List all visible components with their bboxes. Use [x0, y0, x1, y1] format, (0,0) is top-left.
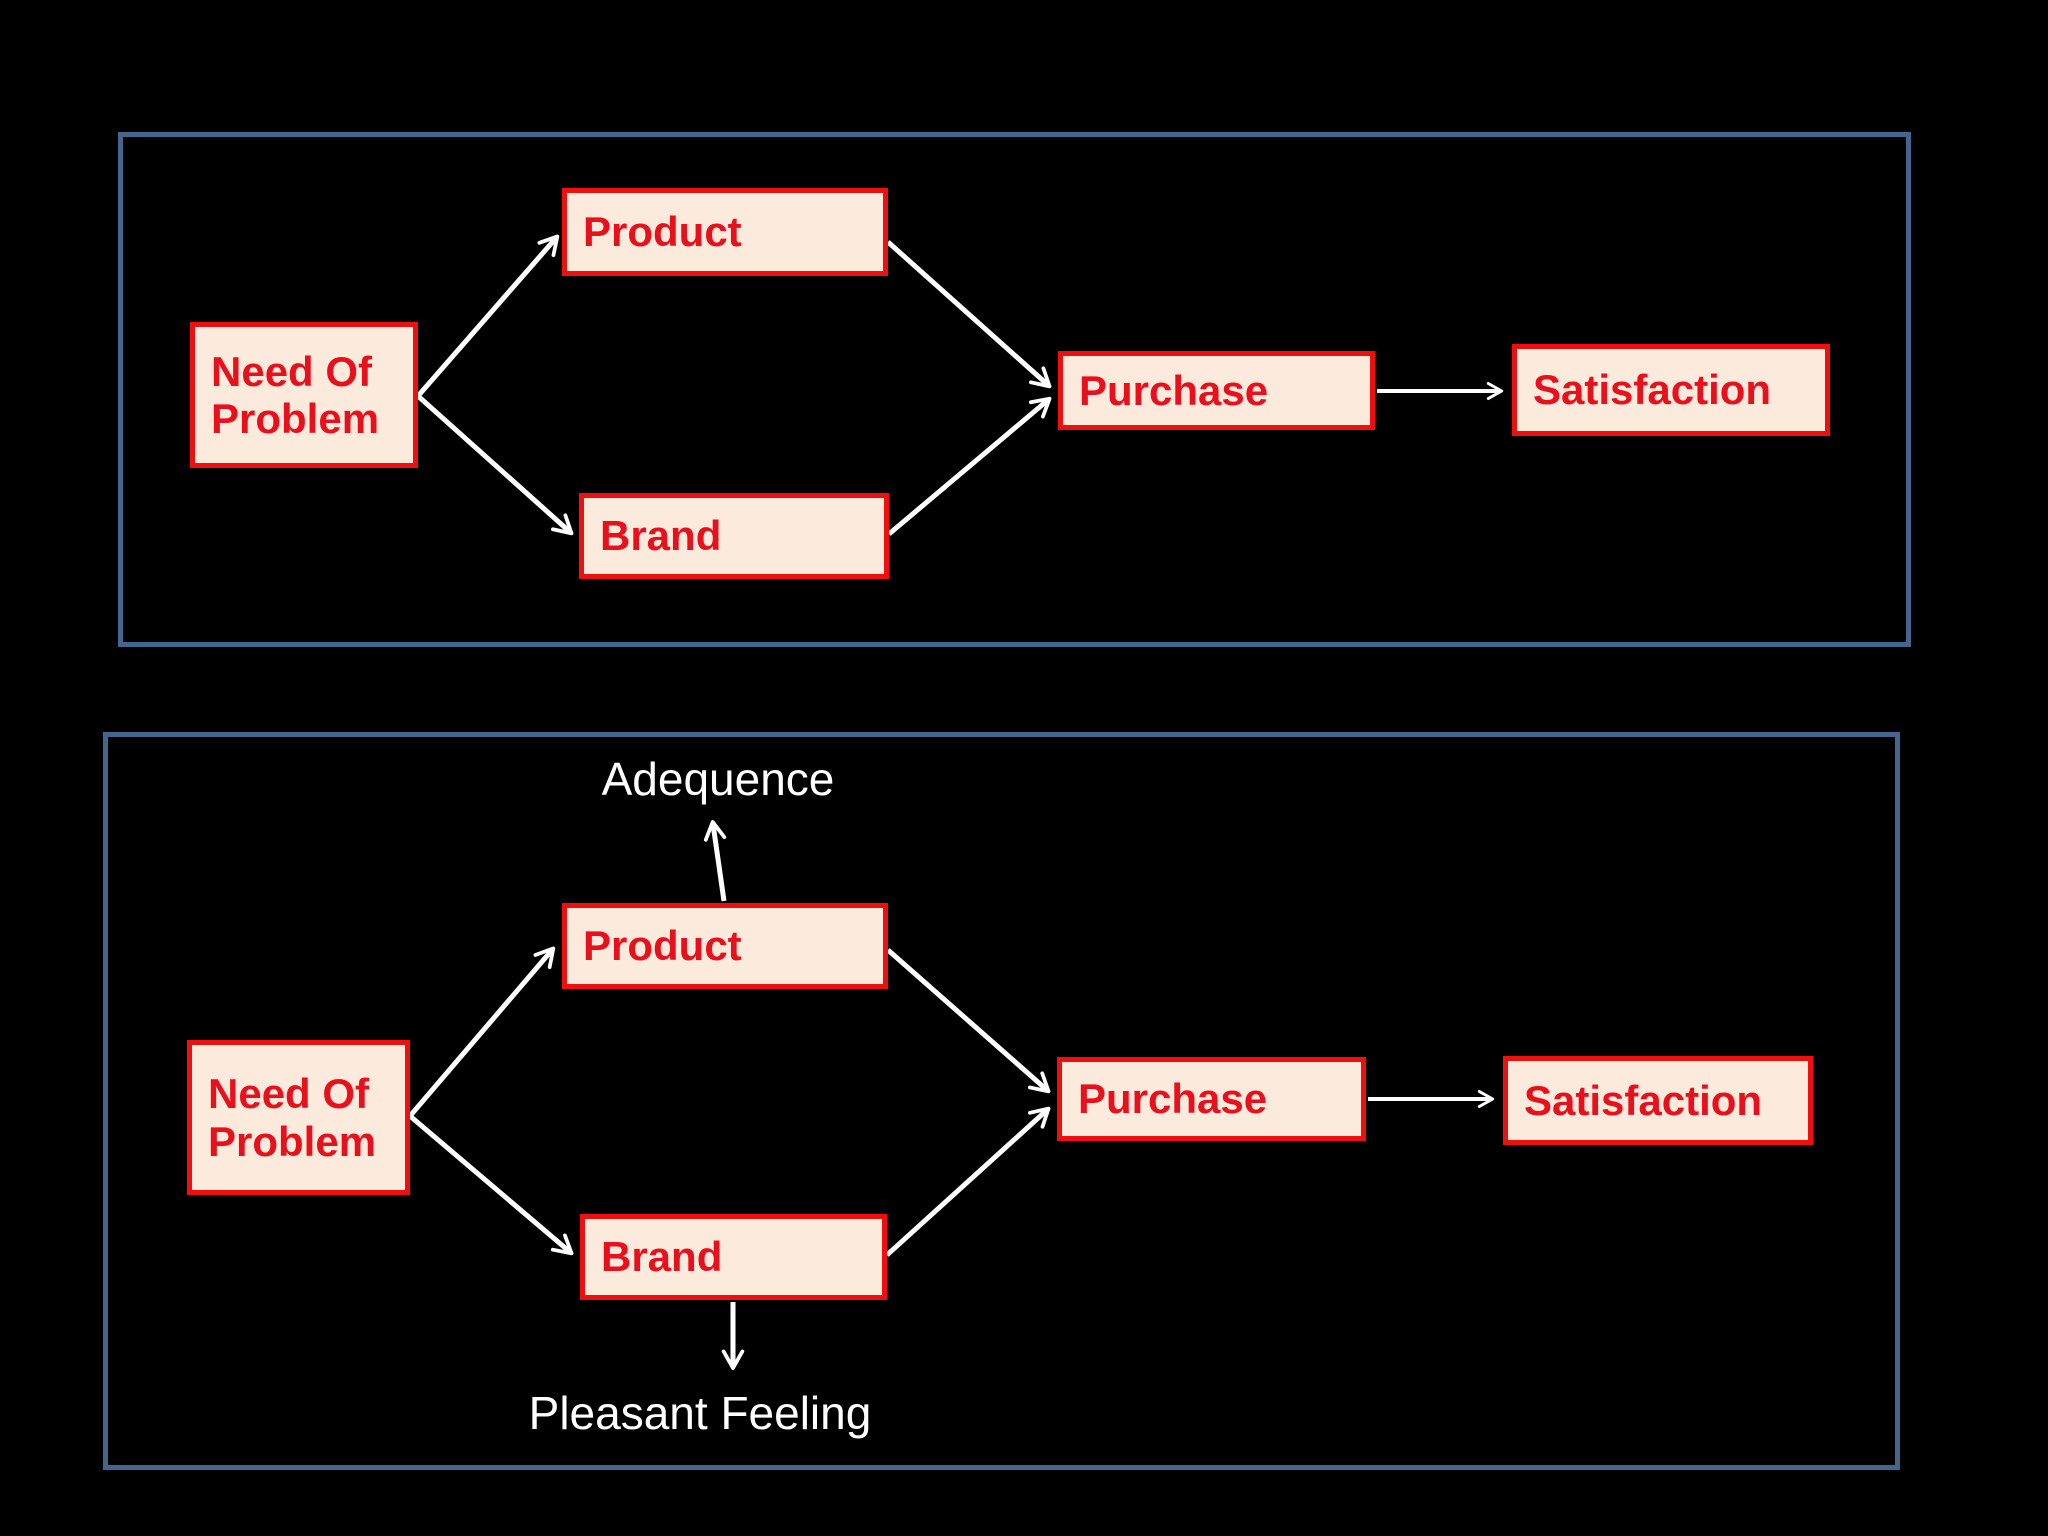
node-product-bottom: Product: [562, 903, 888, 989]
diagram-bottom-frame: [103, 732, 1900, 1470]
node-brand-bottom: Brand: [580, 1214, 887, 1300]
label-pleasant-feeling: Pleasant Feeling: [528, 1387, 872, 1439]
node-brand-top: Brand: [579, 493, 889, 579]
node-purchase-bottom: Purchase: [1057, 1057, 1366, 1141]
node-satisfaction-bottom: Satisfaction: [1503, 1056, 1813, 1145]
node-product-top: Product: [562, 188, 888, 276]
node-need-of-problem-top: Need Of Problem: [190, 322, 418, 468]
node-need-of-problem-bottom: Need Of Problem: [187, 1040, 410, 1195]
node-satisfaction-top: Satisfaction: [1512, 344, 1830, 436]
node-purchase-top: Purchase: [1058, 351, 1375, 430]
diagram-top-frame: [118, 132, 1911, 647]
label-adequence: Adequence: [601, 753, 835, 805]
